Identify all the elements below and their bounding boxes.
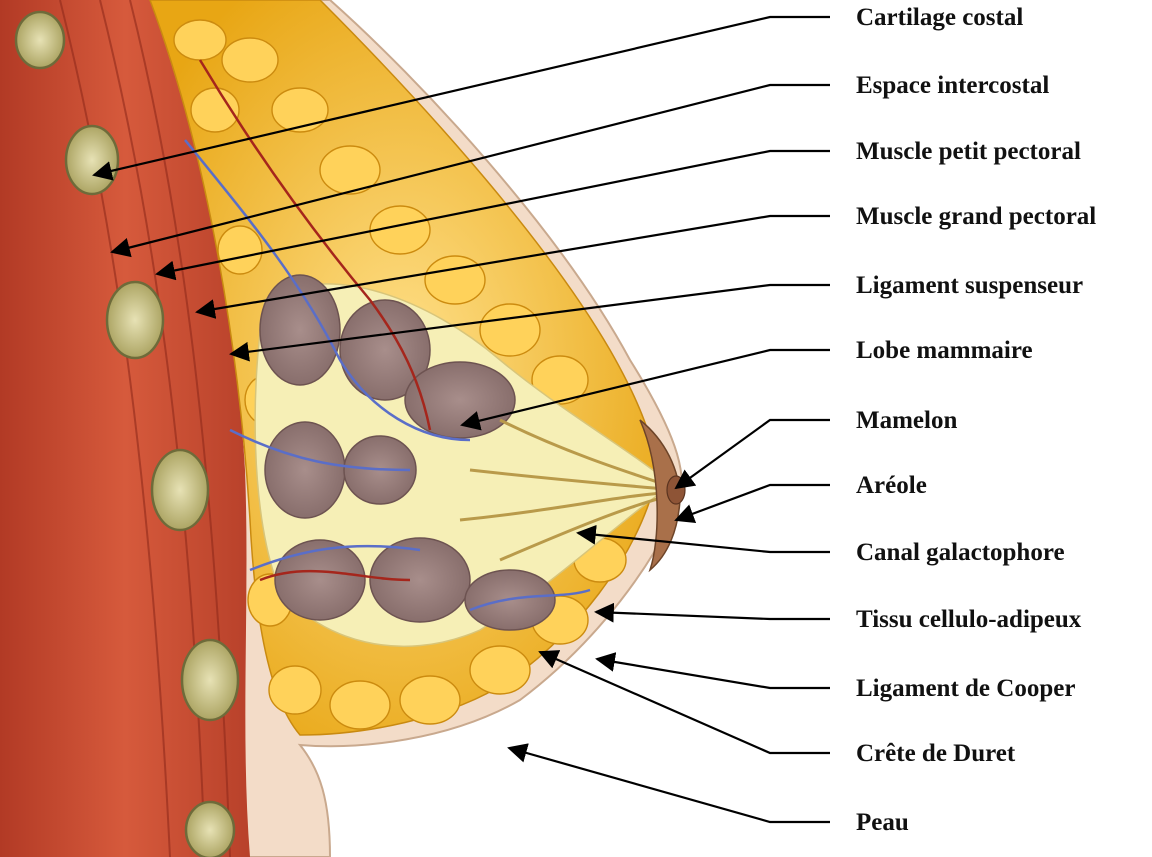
label-muscle-petit-pectoral: Muscle petit pectoral [856,139,1081,164]
label-peau: Peau [856,810,909,835]
nipple [667,476,685,504]
label-tissu-cellulo-adipeux: Tissu cellulo-adipeux [856,607,1081,632]
leader-ligament-de-cooper [597,659,830,688]
leader-peau [509,748,830,822]
label-crete-de-duret: Crête de Duret [856,741,1015,766]
label-lobe-mammaire: Lobe mammaire [856,338,1033,363]
label-muscle-grand-pectoral: Muscle grand pectoral [856,204,1096,229]
leader-tissu-cellulo-adipeux [596,612,830,619]
leader-areole [676,485,830,520]
leader-mamelon [676,420,830,488]
label-ligament-de-cooper: Ligament de Cooper [856,676,1075,701]
label-areole: Aréole [856,473,927,498]
label-cartilage-costal: Cartilage costal [856,5,1023,30]
label-ligament-suspenseur: Ligament suspenseur [856,273,1083,298]
label-espace-intercostal: Espace intercostal [856,73,1049,98]
leader-crete-de-duret [540,652,830,753]
label-mamelon: Mamelon [856,408,957,433]
label-canal-galactophore: Canal galactophore [856,540,1065,565]
